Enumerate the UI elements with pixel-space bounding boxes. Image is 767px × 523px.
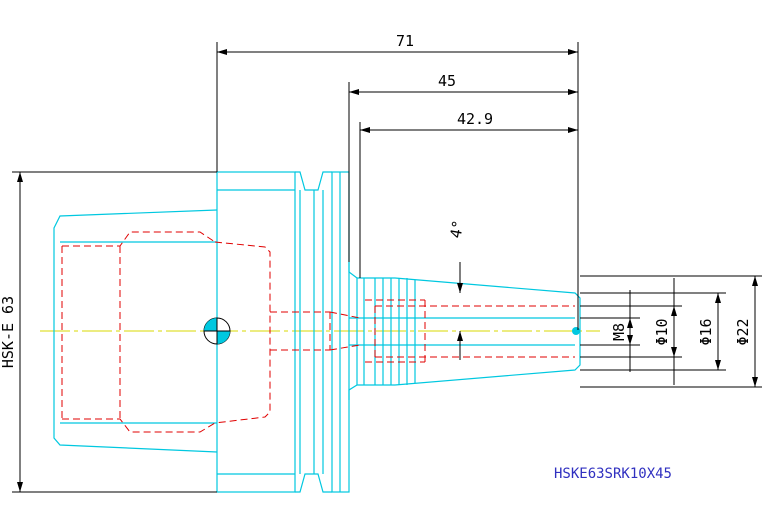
dim-interface: HSK-E 63 [0,296,17,368]
extension-lines [12,42,762,493]
nose-marker-icon [572,327,580,335]
dim-thread: M8 [610,323,628,341]
center-symbol-icon [203,317,231,345]
dim-bore-depth: 42.9 [457,110,493,128]
dim-overall-length: 71 [396,32,414,50]
holder-outline [53,171,581,493]
hidden-lines [61,231,575,433]
dim-dia-22: Φ22 [734,318,752,345]
dimension-lines [17,49,758,492]
part-number-label: HSKE63SRK10X45 [554,466,672,482]
dim-shank-length: 45 [438,72,456,90]
dim-dia-16: Φ16 [697,318,715,345]
dim-dia-10: Φ10 [653,318,671,345]
dim-taper-angle: 4° [447,219,468,240]
